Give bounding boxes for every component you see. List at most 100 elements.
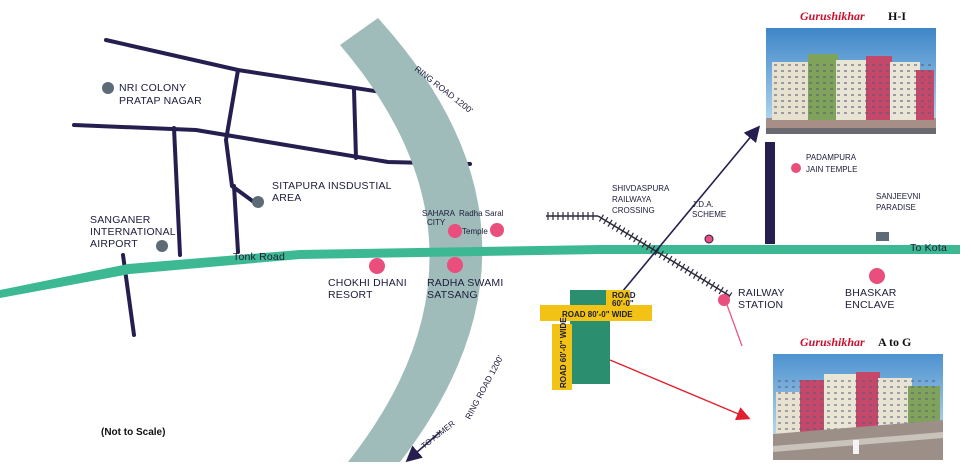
building-window: [778, 392, 781, 394]
building-window: [928, 82, 931, 84]
building-window: [876, 392, 879, 394]
building-window: [844, 112, 847, 114]
building-window: [851, 82, 854, 84]
railway-tie: [705, 279, 711, 287]
railway-tie: [620, 227, 626, 235]
padampura-label: PADAMPURA: [806, 153, 857, 162]
building-window: [848, 410, 851, 412]
building-window: [897, 404, 900, 406]
building-window: [813, 392, 816, 394]
building-window: [820, 392, 823, 394]
building-window: [830, 82, 833, 84]
building-window: [897, 416, 900, 418]
ring-road-bottom-label: RING ROAD 1200': [463, 353, 505, 421]
building-window: [792, 404, 795, 406]
building-window: [830, 64, 833, 66]
building-window: [886, 106, 889, 108]
building-window: [858, 100, 861, 102]
building-window: [890, 386, 893, 388]
building-window: [879, 76, 882, 78]
building-window: [928, 94, 931, 96]
building-window: [900, 94, 903, 96]
building-window: [785, 386, 788, 388]
building-window: [893, 94, 896, 96]
building-window: [848, 398, 851, 400]
building-window: [921, 76, 924, 78]
building-window: [802, 88, 805, 90]
railway-tie: [650, 245, 656, 253]
building-window: [897, 422, 900, 424]
building-window: [802, 100, 805, 102]
railway-tie: [684, 266, 690, 274]
building-window: [879, 64, 882, 66]
sanjeevni-marker: [876, 232, 889, 241]
railway-tie: [628, 232, 634, 240]
building-window: [904, 398, 907, 400]
ring-road: [340, 18, 483, 462]
building-window: [855, 380, 858, 382]
building-window: [827, 428, 830, 430]
building-window: [862, 386, 865, 388]
railway-tie: [714, 284, 720, 292]
building-window: [774, 106, 777, 108]
building-window: [830, 112, 833, 114]
building-window: [900, 70, 903, 72]
padampura-label-2: JAIN TEMPLE: [806, 165, 857, 174]
building-window: [907, 70, 910, 72]
building-window: [809, 112, 812, 114]
building-window: [837, 64, 840, 66]
building-window: [788, 94, 791, 96]
building-window: [841, 380, 844, 382]
building-window: [893, 112, 896, 114]
railway-tie: [662, 253, 669, 261]
building-window: [841, 404, 844, 406]
building-window: [907, 106, 910, 108]
building-window: [830, 106, 833, 108]
building-window: [893, 100, 896, 102]
building-window: [781, 112, 784, 114]
building-window: [893, 82, 896, 84]
building-window: [869, 392, 872, 394]
building-window: [799, 380, 802, 382]
railway-tie: [637, 237, 643, 246]
project-h1-brand: Gurushikhar: [800, 9, 865, 23]
building-window: [820, 422, 823, 424]
building-window: [858, 106, 861, 108]
building-window: [928, 88, 931, 90]
building-window: [911, 380, 914, 382]
building-window: [806, 404, 809, 406]
building-window: [869, 380, 872, 382]
building-window: [799, 416, 802, 418]
project-a-g-card: Gurushikhar A to G: [773, 335, 943, 460]
building-window: [921, 94, 924, 96]
building-window: [851, 88, 854, 90]
building-window: [788, 76, 791, 78]
building-window: [879, 100, 882, 102]
building-window: [890, 404, 893, 406]
building-window: [823, 112, 826, 114]
building-window: [820, 380, 823, 382]
project-a-g-image: [773, 354, 943, 460]
railway-tie: [688, 268, 694, 277]
building-window: [879, 106, 882, 108]
building-window: [781, 94, 784, 96]
building-window: [932, 410, 935, 412]
building-window: [928, 76, 931, 78]
building-window: [844, 94, 847, 96]
building-window: [893, 64, 896, 66]
building-window: [907, 88, 910, 90]
building-window: [844, 70, 847, 72]
building-window: [785, 416, 788, 418]
building-window: [816, 82, 819, 84]
building-window: [848, 392, 851, 394]
building-window: [897, 386, 900, 388]
building-window: [799, 386, 802, 388]
building-window: [876, 398, 879, 400]
building-window: [834, 404, 837, 406]
building-window: [914, 106, 917, 108]
building-window: [886, 100, 889, 102]
building-window: [848, 386, 851, 388]
building-window: [907, 64, 910, 66]
building-window: [851, 70, 854, 72]
